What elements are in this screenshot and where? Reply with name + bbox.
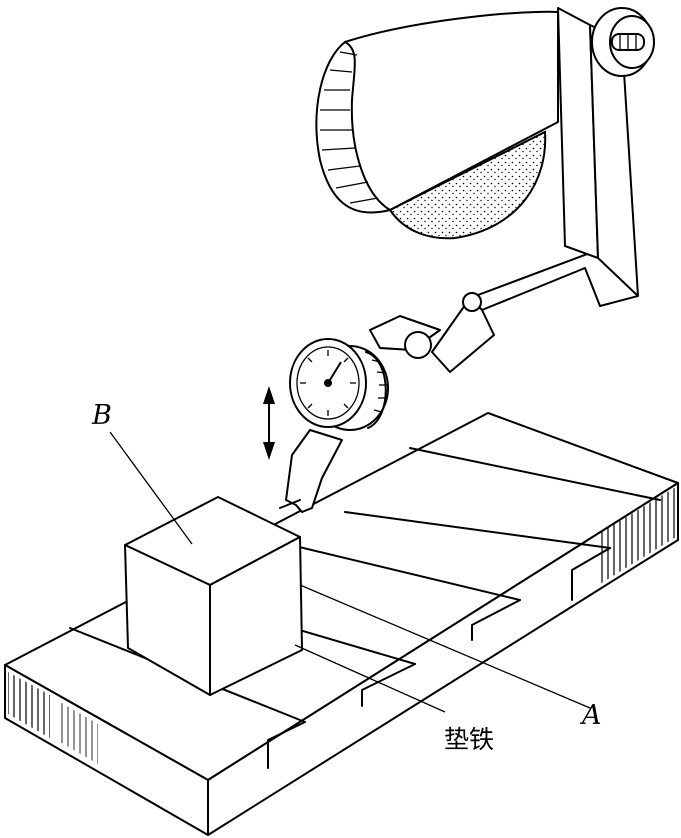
abrasive-face — [388, 130, 547, 240]
workpiece-block — [124, 496, 303, 696]
vertical-motion-arrow — [263, 386, 275, 460]
label-shim: 垫铁 — [444, 725, 494, 754]
grinding-wheel — [315, 10, 559, 240]
block-right-face — [209, 536, 303, 696]
wheel-rim — [315, 41, 391, 214]
indicator-stem — [285, 429, 343, 513]
indicator-ticks — [300, 350, 356, 416]
plate-front-hatch — [8, 672, 50, 738]
slot-line-3 — [294, 545, 521, 601]
leader-lines — [109, 431, 591, 713]
label-b: B — [91, 400, 112, 431]
surface-plate — [4, 412, 679, 836]
plate-right-face — [207, 482, 679, 836]
plate-right-hatch — [600, 487, 676, 584]
label-a: A — [579, 700, 602, 731]
slot-line-5 — [409, 447, 661, 501]
indicator-probe — [279, 499, 301, 509]
slot-line-4 — [344, 511, 611, 549]
indicator-stand — [431, 7, 655, 373]
dial-indicator — [279, 315, 465, 513]
indicator-needle — [327, 361, 342, 384]
leader-shim — [294, 644, 446, 713]
leader-a — [299, 584, 591, 709]
leader-b — [109, 431, 193, 545]
